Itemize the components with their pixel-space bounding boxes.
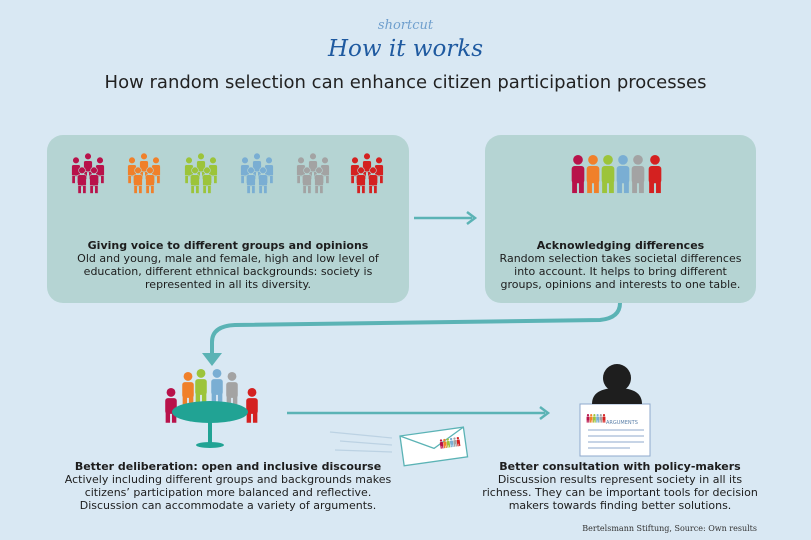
person-icon [190,166,200,194]
person-icon [589,414,593,423]
page-subtitle: How random selection can enhance citizen… [104,72,707,93]
step-2-text: Acknowledging differences Random selecti… [492,239,749,291]
person-icon [145,166,155,194]
person-icon [439,439,444,449]
person-icon [258,166,268,194]
document-label: ARGUMENTS [606,420,638,426]
person-icon [246,166,256,194]
person-icon [182,372,194,407]
person-icon [302,166,312,194]
person-icon [449,437,454,448]
people-group-icon [127,152,161,194]
people-group-icon [296,152,330,194]
person-icon [592,414,596,423]
person-icon [195,369,207,404]
person-icon [631,155,645,194]
person-icon [446,438,451,448]
person-icon [443,438,447,449]
person-icon [616,155,630,194]
source-note: Bertelsmann Stiftung, Source: Own result… [582,524,757,533]
person-icon [89,166,99,194]
page-title: How it works [327,36,484,62]
acknowledging-differences-icon [571,155,662,194]
person-icon [368,166,378,194]
person-icon [586,414,590,423]
person-icon [165,388,177,423]
person-icon [133,166,143,194]
arrow-step1-to-step2 [414,211,478,225]
people-group-icon [184,152,218,194]
step-1-text: Giving voice to different groups and opi… [60,239,396,291]
round-table-icon [165,369,258,448]
arrow-step2-to-step3 [202,302,622,366]
step-2-body: Random selection takes societal differen… [499,252,742,291]
person-icon [648,155,662,194]
person-icon [596,414,600,423]
person-icon [211,369,223,404]
step-4-heading: Better consultation with policy-makers [499,460,741,473]
person-icon [586,155,600,194]
people-group-icon [240,152,274,194]
table-top [172,401,248,423]
arrow-step3-to-step4 [287,406,551,420]
step-3-heading: Better deliberation: open and inclusive … [74,460,382,473]
person-icon [374,156,384,184]
person-icon [571,155,585,194]
person-icon [602,414,606,423]
step-4-body: Discussion results represent society in … [482,473,758,512]
person-icon [356,166,366,194]
envelope-icon [329,426,469,467]
people-group-icon [71,152,105,194]
step-1-panel [47,135,409,303]
kicker: shortcut [377,18,434,33]
person-icon [601,155,615,194]
people-group-icon [350,152,384,194]
person-icon [246,388,258,423]
step-2-heading: Acknowledging differences [536,239,705,252]
person-icon [453,437,458,447]
diverse-groups-icon [71,152,384,194]
person-icon [77,166,87,194]
step-1-body: Old and young, male and female, high and… [77,252,379,291]
person-icon [314,166,324,194]
policy-maker-icon [579,364,651,457]
step-3-body: Actively including different groups and … [64,473,392,512]
step-4-text: Better consultation with policy-makers D… [480,460,760,512]
person-icon [202,166,212,194]
step-1-heading: Giving voice to different groups and opi… [87,239,369,252]
step-3-text: Better deliberation: open and inclusive … [60,460,396,512]
person-icon [456,436,461,447]
person-icon [226,372,238,407]
person-icon [599,414,603,423]
